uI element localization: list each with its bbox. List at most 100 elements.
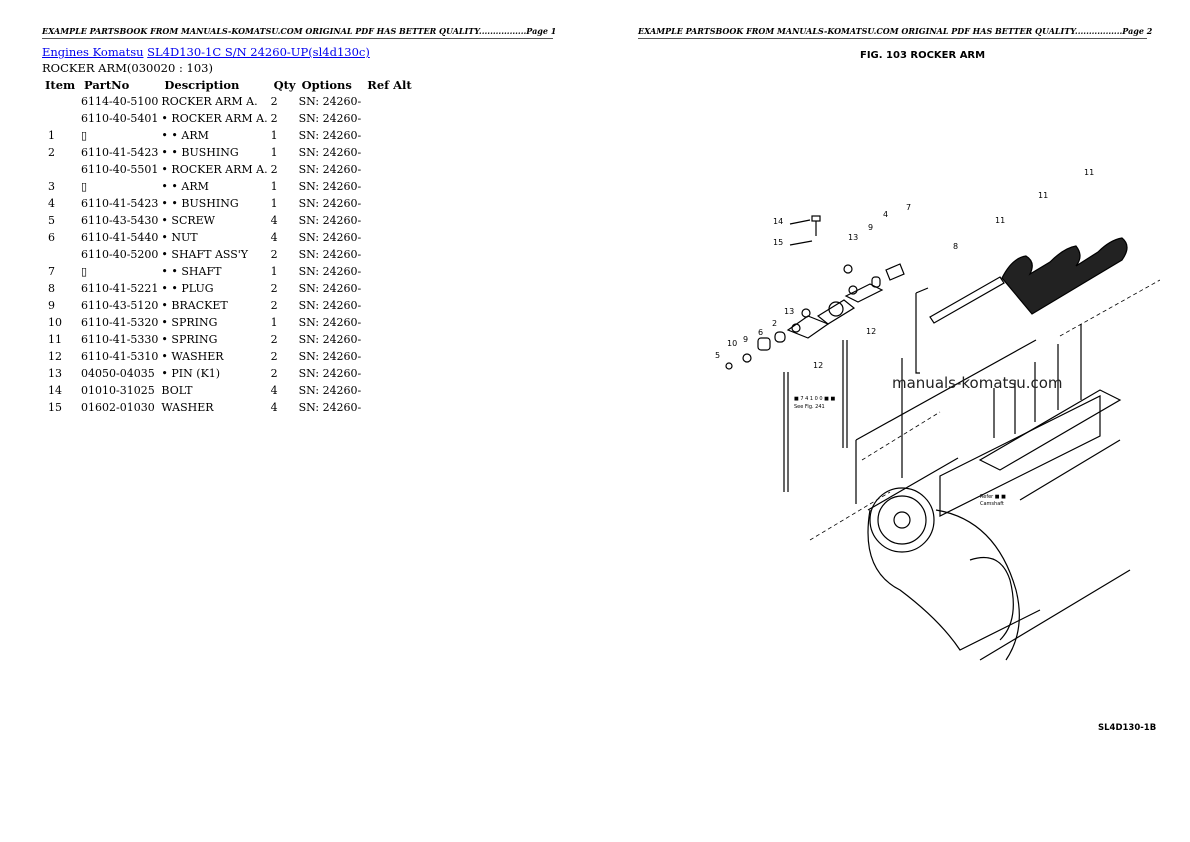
qty-cell: 1 (270, 197, 278, 210)
options-cell: SN: 24260- (298, 316, 362, 329)
description-cell: ROCKER ARM A. (161, 95, 258, 108)
svg-text:Camshaft: Camshaft (980, 501, 1004, 507)
svg-text:12: 12 (813, 361, 823, 370)
options-cell: SN: 24260- (298, 282, 362, 295)
part-number-cell: 6110-43-5430 (81, 214, 159, 227)
page-subtitle: ROCKER ARM(030020 : 103) (42, 61, 213, 75)
svg-text:Refer ■ ■: Refer ■ ■ (980, 494, 1006, 500)
description-cell: • SPRING (161, 333, 218, 346)
breadcrumb-link-engines[interactable]: Engines Komatsu (42, 45, 144, 59)
description-cell: • NUT (161, 231, 198, 244)
item-cell: 13 (48, 367, 62, 380)
description-cell: • SHAFT ASS'Y (161, 248, 249, 261)
svg-text:13: 13 (848, 233, 858, 242)
ref-alt-cell (364, 280, 414, 297)
svg-text:■ 7 4 1 0 0 ■ ■: ■ 7 4 1 0 0 ■ ■ (794, 396, 835, 402)
page-1-header: EXAMPLE PARTSBOOK FROM MANUALS-KOMATSU.C… (42, 26, 556, 39)
qty-cell: 2 (270, 350, 278, 363)
description-cell: • • ARM (161, 129, 209, 142)
item-cell: 11 (48, 333, 62, 346)
description-cell: • PIN (K1) (161, 367, 221, 380)
part-number-cell: 6110-41-5440 (81, 231, 159, 244)
qty-cell: 2 (270, 299, 278, 312)
ref-alt-cell (364, 212, 414, 229)
svg-text:2: 2 (772, 319, 777, 328)
item-cell: 15 (48, 401, 62, 414)
item-cell: 5 (48, 214, 55, 227)
description-cell: • ROCKER ARM A. (161, 163, 268, 176)
qty-cell: 2 (270, 163, 278, 176)
breadcrumb: Engines Komatsu SL4D130-1C S/N 24260-UP(… (42, 45, 370, 59)
options-cell: SN: 24260- (298, 163, 362, 176)
qty-cell: 4 (270, 384, 278, 397)
column-header-description: Description (164, 77, 240, 92)
options-cell: SN: 24260- (298, 384, 362, 397)
svg-text:6: 6 (758, 328, 763, 337)
qty-cell: 4 (270, 214, 278, 227)
svg-text:14: 14 (773, 217, 783, 226)
svg-text:11: 11 (1084, 168, 1094, 177)
options-cell: SN: 24260- (298, 367, 362, 380)
svg-text:15: 15 (773, 238, 783, 247)
options-cell: SN: 24260- (298, 112, 362, 125)
ref-alt-cell (364, 348, 414, 365)
item-cell: 12 (48, 350, 62, 363)
ref-alt-cell (364, 263, 414, 280)
options-cell: SN: 24260- (298, 265, 362, 278)
ref-alt-cell (364, 110, 414, 127)
part-number-cell: 04050-04035 (81, 367, 155, 380)
options-cell: SN: 24260- (298, 401, 362, 414)
ref-alt-cell (364, 297, 414, 314)
description-cell: BOLT (161, 384, 193, 397)
part-number-cell: 6110-40-5401 (81, 112, 159, 125)
item-cell: 10 (48, 316, 62, 329)
description-cell: • WASHER (161, 350, 224, 363)
qty-cell: 1 (270, 316, 278, 329)
column-header-ref-alt: Ref Alt (367, 77, 412, 92)
description-cell: • • BUSHING (161, 146, 239, 159)
figure-title: FIG. 103 ROCKER ARM (860, 50, 986, 61)
table-row: 6110-40-5501• ROCKER ARM A.2 SN: 24260- (42, 161, 415, 178)
svg-text:5: 5 (715, 351, 720, 360)
part-number-cell: 6110-41-5423 (81, 146, 159, 159)
part-number-cell: ▯ (81, 265, 88, 278)
item-cell: 4 (48, 197, 55, 210)
ref-alt-cell (364, 127, 414, 144)
table-row: 14 01010-31025 BOLT 4 SN: 24260- (42, 382, 415, 399)
part-number-cell: 6110-41-5310 (81, 350, 159, 363)
item-cell: 9 (48, 299, 55, 312)
options-cell: SN: 24260- (298, 129, 362, 142)
item-cell: 14 (48, 384, 62, 397)
options-cell: SN: 24260- (298, 299, 362, 312)
svg-text:12: 12 (866, 327, 876, 336)
options-cell: SN: 24260- (298, 180, 362, 193)
description-cell: • • PLUG (161, 282, 214, 295)
ref-alt-cell (364, 178, 414, 195)
ref-alt-cell (364, 246, 414, 263)
svg-text:10: 10 (727, 339, 737, 348)
svg-text:8: 8 (953, 242, 958, 251)
ref-alt-cell (364, 399, 414, 416)
part-number-cell: ▯ (81, 129, 88, 142)
options-cell: SN: 24260- (298, 231, 362, 244)
valve-stems (901, 324, 1082, 478)
item-cell (42, 246, 81, 263)
part-number-cell: 6110-40-5501 (81, 163, 159, 176)
options-cell: SN: 24260- (298, 248, 362, 261)
item-cell: 1 (48, 129, 55, 142)
breadcrumb-link-model[interactable]: SL4D130-1C S/N 24260-UP(sl4d130c) (147, 45, 370, 59)
column-header-qty: Qty (273, 77, 296, 92)
options-cell: SN: 24260- (298, 333, 362, 346)
part-number-cell: 01010-31025 (81, 384, 155, 397)
ref-alt-cell (364, 195, 414, 212)
